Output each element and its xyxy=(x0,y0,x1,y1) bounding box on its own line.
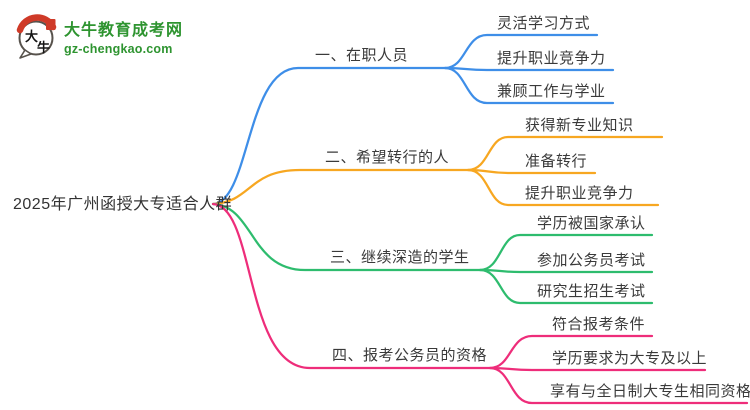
branch-1-leaf-line-2 xyxy=(443,66,615,72)
branch-4-leaf-3: 享有与全日制大专生相同资格 xyxy=(550,383,750,400)
branch-4-main-line xyxy=(211,202,492,370)
branch-1-leaf-1: 灵活学习方式 xyxy=(497,15,591,32)
branch-3-lines xyxy=(211,202,654,305)
branch-4-leaf-line-3 xyxy=(488,366,749,405)
branch-3-label: 三、继续深造的学生 xyxy=(330,249,470,266)
branch-2-lines xyxy=(211,135,664,207)
branch-1-label: 一、在职人员 xyxy=(315,47,409,64)
root-topic: 2025年广州函授大专适合人群 xyxy=(13,196,233,213)
badge-char-top: 大 xyxy=(25,29,38,45)
branch-1-leaf-2: 提升职业竞争力 xyxy=(497,50,606,67)
branch-1-leaf-line-3 xyxy=(443,66,615,105)
branch-2-leaf-1: 获得新专业知识 xyxy=(525,117,634,134)
branch-2-label: 二、希望转行的人 xyxy=(325,149,450,166)
branch-1-leaf-line-1 xyxy=(443,33,599,70)
site-domain: gz-chengkao.com xyxy=(64,42,173,56)
branch-4-leaf-line-1 xyxy=(488,334,654,370)
daniu-logo-icon: 大 牛 xyxy=(16,14,57,59)
branch-1-leaf-3: 兼顾工作与学业 xyxy=(497,83,606,100)
branch-1-lines xyxy=(211,33,615,206)
branch-4-label: 四、报考公务员的资格 xyxy=(332,347,488,364)
branch-3-leaf-line-3 xyxy=(478,268,654,305)
branch-2-main-line xyxy=(211,168,470,206)
branch-2-leaf-3: 提升职业竞争力 xyxy=(525,185,634,202)
branch-3-leaf-line-2 xyxy=(478,268,654,274)
branch-3-main-line xyxy=(211,202,482,272)
branch-3-leaf-1: 学历被国家承认 xyxy=(537,215,646,232)
branch-2-leaf-line-1 xyxy=(466,135,664,172)
branch-2-leaf-2: 准备转行 xyxy=(525,153,588,170)
branch-3-leaf-2: 参加公务员考试 xyxy=(537,252,646,269)
badge-char-bottom: 牛 xyxy=(37,40,50,56)
branch-3-leaf-line-1 xyxy=(478,233,654,272)
branch-1-main-line xyxy=(211,66,447,206)
site-name: 大牛教育成考网 xyxy=(64,22,184,39)
branch-3-leaf-3: 研究生招生考试 xyxy=(537,283,646,300)
site-logo: 大 牛 大牛教育成考网 gz-chengkao.com xyxy=(16,13,183,59)
branch-4-leaf-line-2 xyxy=(488,366,707,372)
branch-4-lines xyxy=(211,202,749,405)
branch-4-leaf-1: 符合报考条件 xyxy=(552,316,646,333)
branch-4-leaf-2: 学历要求为大专及以上 xyxy=(552,350,708,367)
branch-2-leaf-line-3 xyxy=(466,168,660,207)
